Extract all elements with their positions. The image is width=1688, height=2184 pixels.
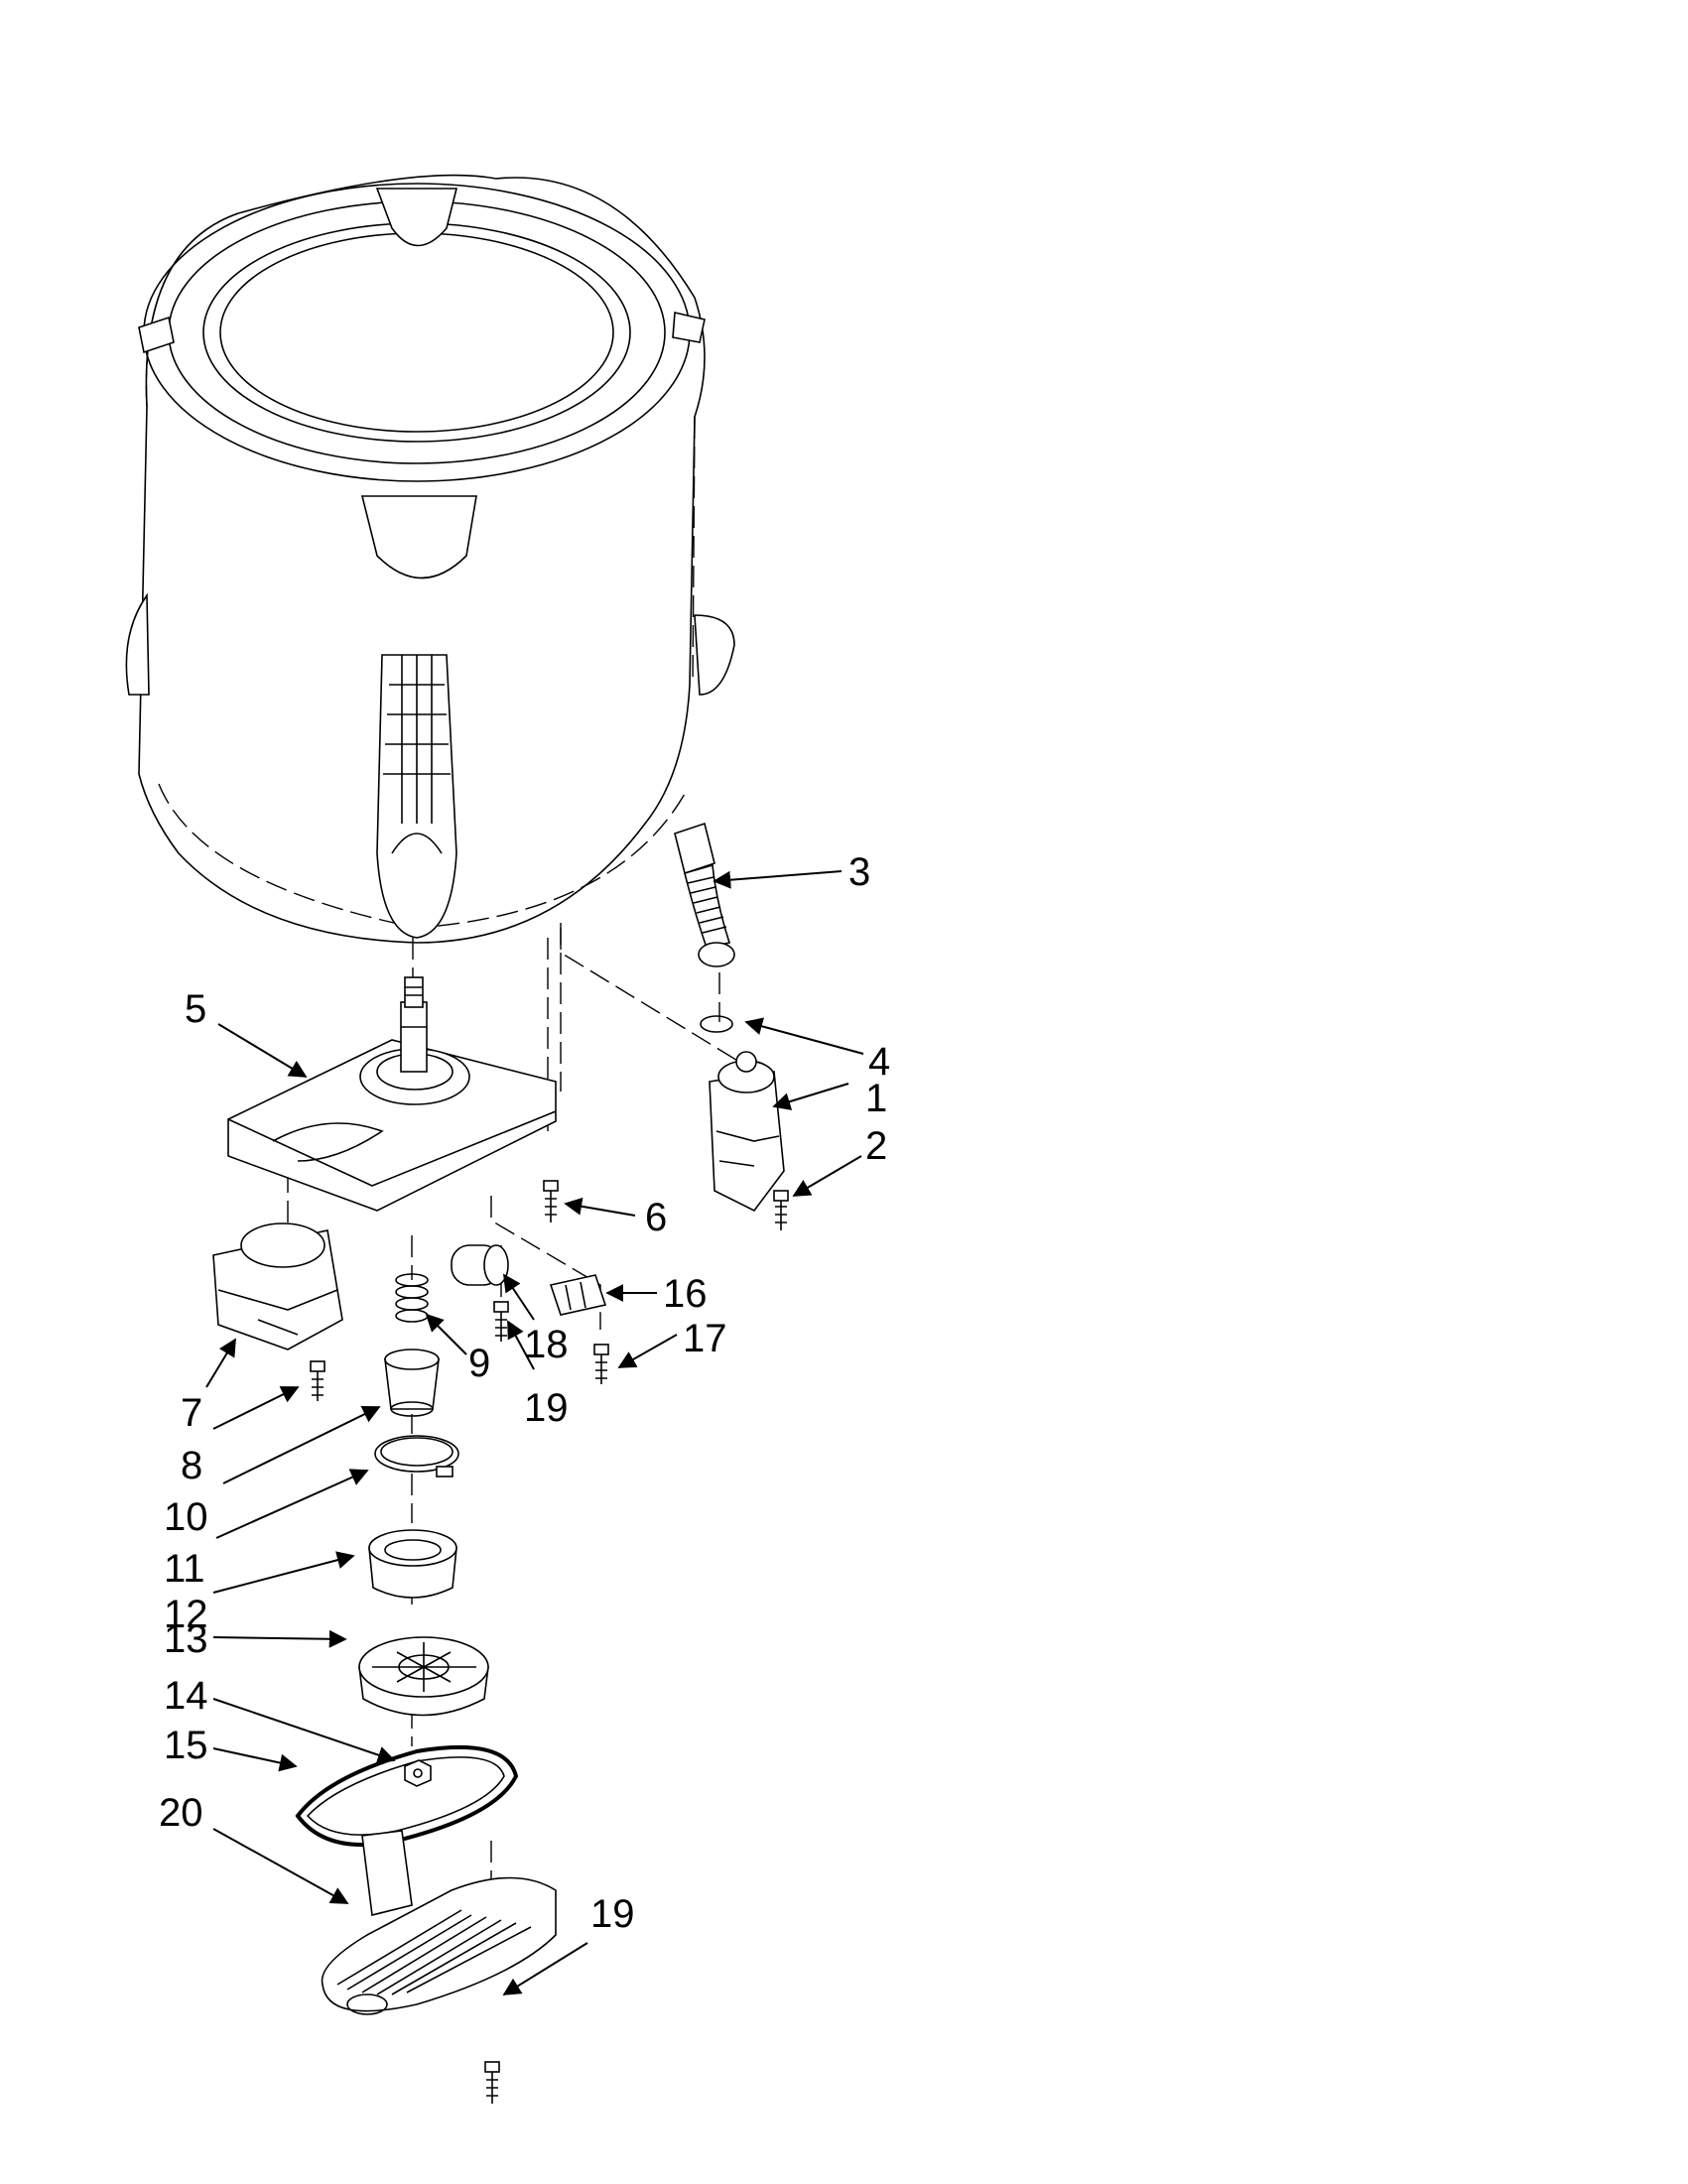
part-12-clutch [368,1529,457,1599]
part-14-nut [404,1759,432,1787]
part-4-clamp [700,1015,733,1033]
callout-17: 17 [683,1317,727,1360]
part-10-sleeve [384,1349,440,1417]
callout-14: 14 [164,1674,208,1718]
callout-4: 4 [868,1040,890,1084]
callout-3: 3 [848,850,870,894]
callout-10: 10 [164,1495,208,1539]
callout-12: 12 [164,1593,208,1636]
callout-11: 11 [164,1547,205,1591]
callout-15: 15 [164,1724,208,1767]
callout-labels: 3 4 1 2 5 6 16 17 18 9 19 7 8 10 11 12 1… [159,850,890,1936]
part-19-screw-upper [493,1301,509,1342]
part-8-screw [310,1360,325,1401]
callout-1: 1 [865,1077,887,1120]
part-19-screw-lower [484,2061,500,2104]
part-3-hose [674,822,735,967]
callout-13: 13 [164,1617,208,1661]
part-9-spring [395,1273,429,1323]
callout-5: 5 [185,987,206,1031]
callout-2: 2 [865,1124,887,1168]
callout-18: 18 [524,1323,569,1366]
tub [125,174,735,944]
leader-lines [205,870,864,1995]
callout-7: 7 [181,1391,202,1435]
part-20-shield [321,1830,557,2015]
callout-9: 9 [468,1342,490,1385]
callout-20: 20 [159,1791,203,1835]
part-18-capacitor [451,1244,509,1286]
callout-8: 8 [181,1444,202,1487]
part-11-ring [374,1435,459,1477]
part-15-belt [295,1744,519,1848]
callout-6: 6 [645,1196,667,1239]
part-17-screw [593,1344,609,1384]
callout-16: 16 [663,1272,708,1316]
part-1-pump [709,1051,785,1213]
callout-19-lower: 19 [590,1892,635,1936]
part-13-pulley [358,1636,489,1717]
part-5-gearcase [227,976,557,1212]
part-2-screw [773,1190,789,1230]
part-7-motor [212,1222,343,1350]
part-6-screw [543,1180,559,1222]
part-16-switch [549,1274,607,1316]
callout-19-upper: 19 [524,1386,569,1430]
